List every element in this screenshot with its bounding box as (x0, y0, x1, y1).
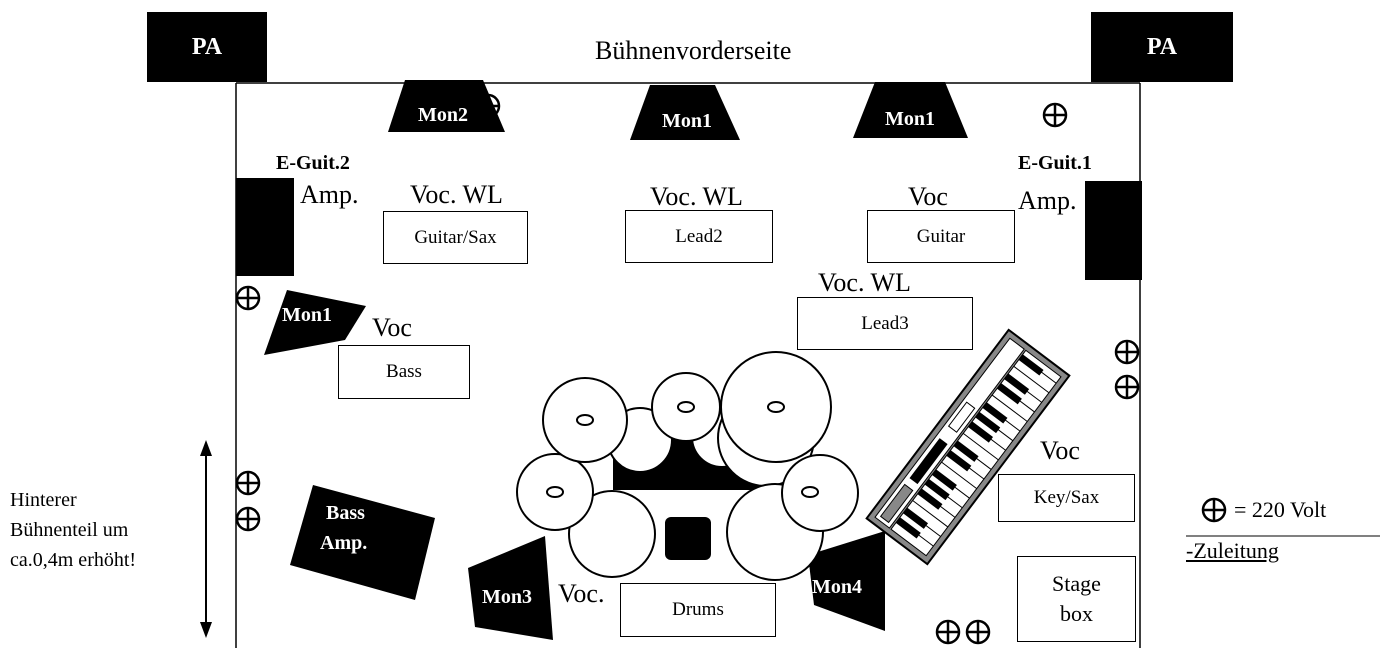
stage-box-label-1: Stage (1052, 571, 1101, 596)
circle-plus-icon (235, 506, 261, 532)
guitar-sax-voc: Voc. WL (410, 180, 503, 209)
eguit1-title: E-Guit.1 (1018, 152, 1092, 174)
monitor-mon1-left-shape (264, 290, 366, 355)
circle-plus-icon (965, 619, 991, 645)
circle-plus-icon (475, 93, 501, 119)
position-drums: Drums (620, 583, 776, 637)
monitor-mon4-shape (808, 531, 885, 631)
eguit2-title: E-Guit.2 (276, 152, 350, 174)
stage-box-label-2: box (1060, 601, 1093, 626)
position-guitar-sax-label: Guitar/Sax (414, 226, 497, 248)
guitar-voc: Voc (908, 182, 948, 211)
circle-plus-icon (1042, 102, 1068, 128)
monitor-mon2-shape (388, 80, 505, 132)
legend: = 220 Volt (1200, 496, 1326, 524)
double-arrow-icon (200, 440, 212, 638)
legend-description: -Zuleitung (1186, 538, 1279, 563)
monitor-mon1-right-shape (853, 82, 968, 138)
position-key-sax-label: Key/Sax (1033, 487, 1100, 508)
monitor-mon1-center-shape (630, 85, 740, 140)
circle-plus-icon (1114, 339, 1140, 365)
position-drums-label: Drums (672, 599, 724, 620)
bass-amp-label-1: Bass (326, 502, 365, 524)
monitor-mon1-left-label: Mon1 (282, 304, 332, 326)
circle-plus-icon (1201, 497, 1227, 523)
monitor-mon2-label: Mon2 (418, 104, 468, 126)
circle-plus-icon (235, 470, 261, 496)
circle-plus-icon (1114, 374, 1140, 400)
lead2-voc: Voc. WL (650, 182, 743, 211)
eguit1-amp-label: Amp. (1018, 186, 1077, 215)
bass-amp-label-2: Amp. (320, 532, 368, 554)
position-bass: Bass (338, 345, 470, 399)
bass-voc: Voc (372, 313, 412, 342)
monitor-mon3-shape (468, 536, 553, 640)
position-lead3: Lead3 (797, 297, 973, 350)
drums-voc: Voc. (558, 579, 605, 608)
raised-stage-note-line3: ca.0,4m erhöht! (10, 549, 137, 571)
position-key-sax: Key/Sax (998, 474, 1135, 522)
pa-left-label: PA (191, 33, 223, 60)
position-lead2: Lead2 (625, 210, 773, 263)
monitor-mon1-right-label: Mon1 (885, 108, 935, 130)
raised-stage-note: Hinterer Bühnenteil um ca.0,4m erhöht! (10, 485, 136, 575)
position-guitar-sax: Guitar/Sax (383, 211, 528, 264)
stage-front-label: Bühnenvorderseite (595, 36, 792, 65)
circle-plus-icon (235, 285, 261, 311)
monitor-mon3-label: Mon3 (482, 586, 532, 608)
position-guitar-label: Guitar (916, 225, 966, 247)
monitor-mon4-label: Mon4 (812, 576, 862, 598)
keyboard-icon (865, 328, 1071, 566)
stage-box: Stage box (1017, 556, 1136, 642)
circle-plus-icon (935, 619, 961, 645)
position-lead2-label: Lead2 (675, 225, 723, 247)
key-sax-voc: Voc (1040, 436, 1080, 465)
bass-amp-block (290, 485, 435, 600)
eguit2-amp-block (236, 178, 294, 276)
position-bass-label: Bass (386, 361, 422, 382)
pa-right-label: PA (1146, 33, 1178, 60)
monitor-mon1-center-label: Mon1 (662, 110, 712, 132)
raised-stage-note-line2: Bühnenteil um (10, 519, 129, 541)
pa-speaker-right: PA (1091, 12, 1233, 82)
eguit2-amp-label: Amp. (300, 180, 359, 209)
eguit1-amp-block (1085, 181, 1142, 280)
position-guitar: Guitar (867, 210, 1015, 263)
raised-stage-note-line1: Hinterer (10, 489, 77, 511)
drum-kit-icon (516, 351, 859, 581)
position-lead3-label: Lead3 (861, 312, 909, 334)
lead3-voc: Voc. WL (818, 268, 911, 297)
legend-value: = 220 Volt (1234, 497, 1327, 522)
pa-speaker-left: PA (147, 12, 267, 82)
